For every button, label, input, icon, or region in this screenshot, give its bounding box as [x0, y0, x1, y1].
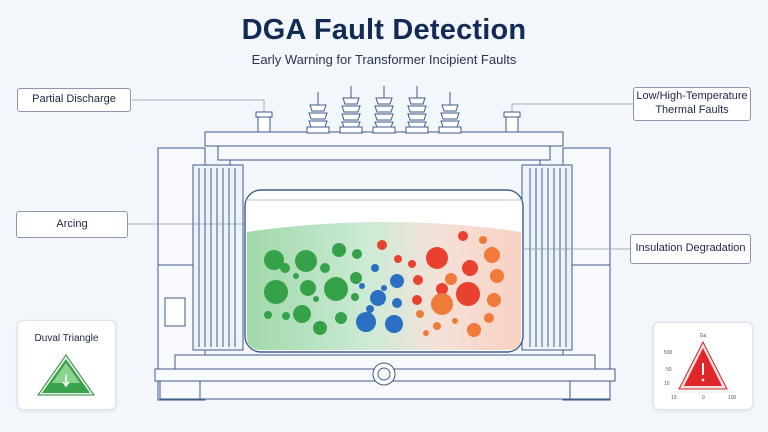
blue-bubbles [356, 264, 404, 333]
green-bubbles [264, 243, 362, 335]
callout-partial-discharge: Partial Discharge [17, 88, 131, 112]
duval-card-title: Duval Triangle [34, 333, 99, 344]
callout-thermal-line2: Thermal Faults [655, 104, 729, 116]
callout-partial-discharge-label: Partial Discharge [32, 93, 116, 106]
exclamation-icon [701, 363, 705, 382]
callout-arcing: Arcing [16, 211, 128, 238]
x-tick-100: 100 [728, 395, 737, 401]
right-radiator [521, 164, 573, 351]
callout-insulation-degradation: Insulation Degradation [630, 234, 751, 264]
callout-thermal-line1: Low/High-Temperature [636, 90, 748, 103]
x-tick-0: 0 [702, 395, 705, 401]
gas-bubbles [264, 231, 504, 337]
page-title: DGA Fault Detection [241, 14, 527, 46]
y-tick-500: 500 [664, 350, 673, 356]
alert-top-label: Ga [700, 333, 707, 339]
red-bubbles [377, 231, 480, 306]
left-radiator [192, 164, 244, 351]
bushings [255, 86, 521, 134]
page-subtitle: Early Warning for Transformer Incipient … [251, 52, 517, 67]
y-tick-50: 50 [666, 367, 672, 373]
orange-bubbles [416, 236, 504, 337]
duval-triangle-card: Duval Triangle [17, 320, 116, 410]
leader-lines [128, 99, 633, 250]
x-tick-10: 10 [671, 395, 677, 401]
callout-thermal-faults: Low/High-Temperature Thermal Faults [633, 87, 751, 121]
y-tick-10: 10 [664, 381, 670, 387]
fault-alert-card: Ga 500 50 10 10 0 100 [653, 322, 753, 410]
down-arrow-icon [62, 375, 70, 388]
callout-insulation-label: Insulation Degradation [635, 242, 746, 255]
callout-arcing-label: Arcing [56, 217, 88, 230]
